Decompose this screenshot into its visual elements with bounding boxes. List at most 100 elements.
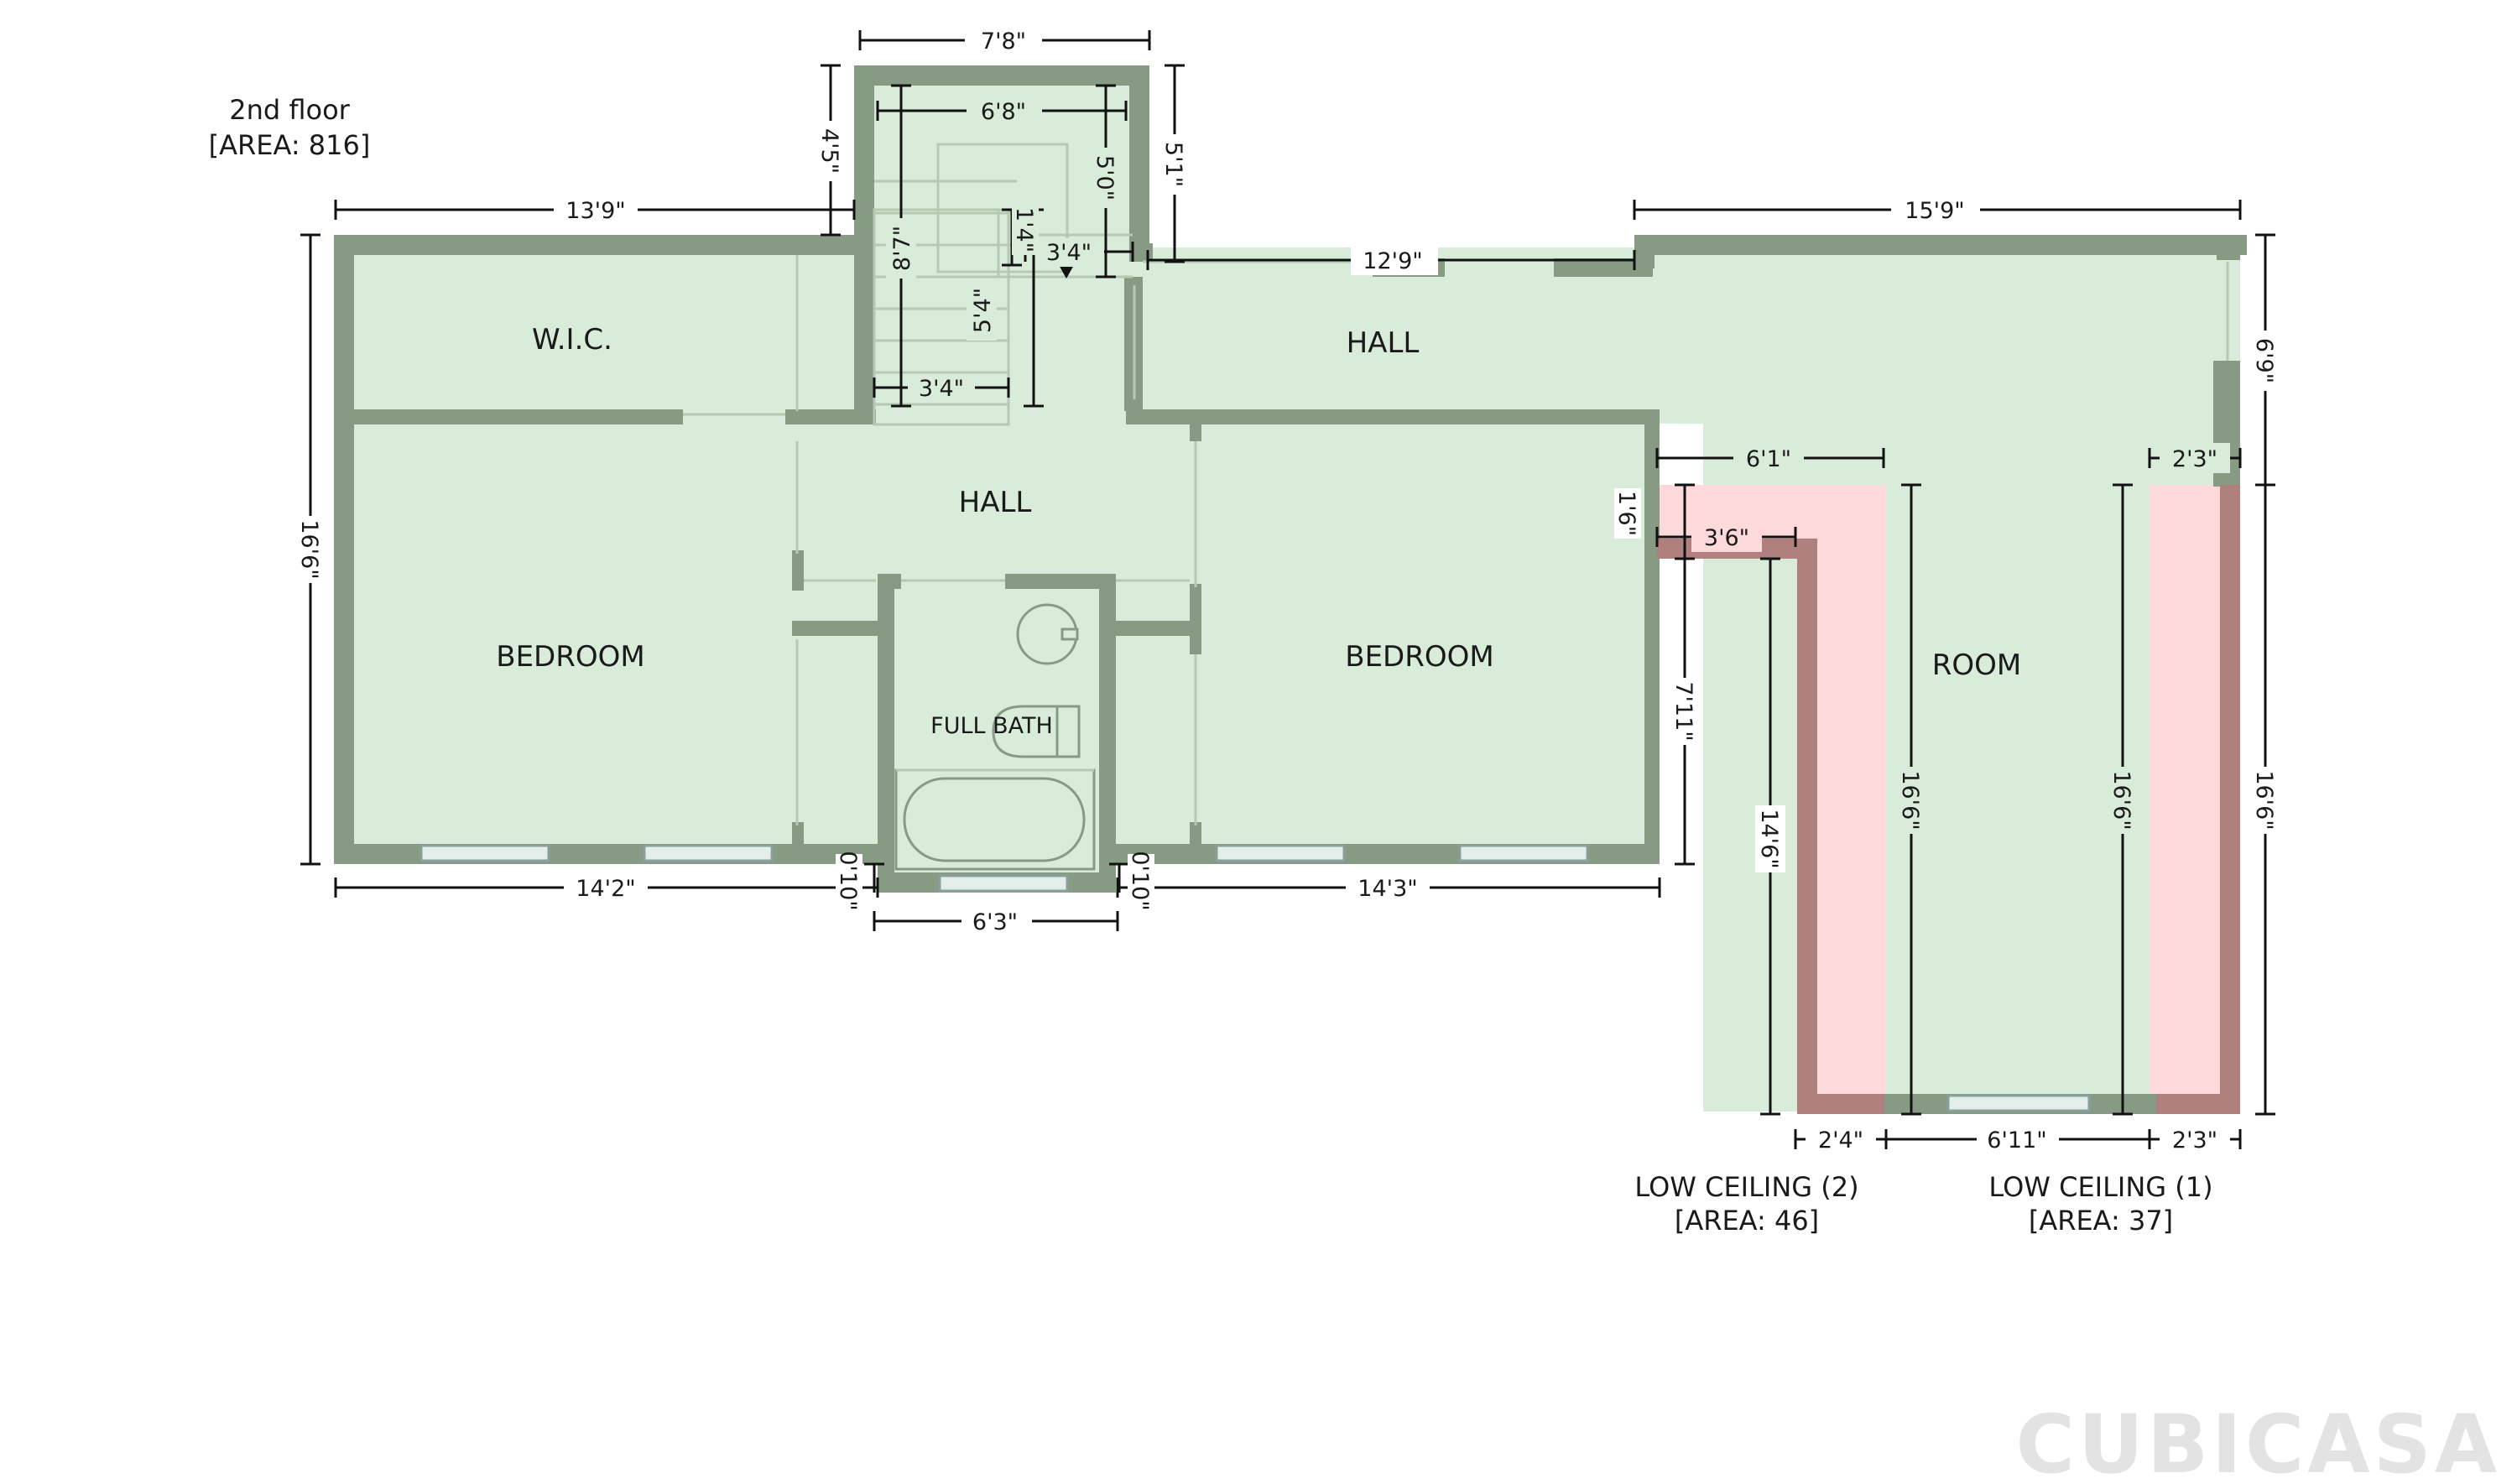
low-ceiling-1-area: [AREA: 37] [2029, 1205, 2173, 1237]
wall [1005, 574, 1116, 589]
room-label-hall-center: HALL [959, 486, 1032, 519]
dim-bath-left-small: 0'10" [835, 851, 862, 911]
sink-tap [1060, 627, 1079, 641]
svg-text:2'4": 2'4" [1818, 1127, 1863, 1153]
labels: 2nd floor [AREA: 816] W.I.C. HALL HALL B… [209, 94, 2213, 1237]
dim-bottom-lc1: 2'3" [2160, 1124, 2230, 1154]
dim-room-top: 15'9" [1891, 195, 1980, 225]
dim-stair-3-4-top: 3'4" [1037, 238, 1104, 267]
floor-areas [340, 71, 2240, 1112]
dim-bath-bottom: 6'3" [961, 906, 1032, 936]
svg-text:6'3": 6'3" [972, 909, 1018, 935]
svg-text:2'3": 2'3" [2172, 446, 2217, 472]
svg-text:3'4": 3'4" [1046, 240, 1092, 266]
svg-text:2'3": 2'3" [2172, 1127, 2217, 1153]
window [420, 844, 550, 862]
dim-room-left-vert: 16'6" [1896, 767, 1926, 834]
room-label-bedroom-right: BEDROOM [1345, 640, 1493, 674]
dim-stair-5-4: 5'4" [967, 280, 997, 341]
svg-text:15'9": 15'9" [1905, 198, 1964, 224]
toilet-tank [1055, 705, 1081, 758]
low-ceiling-2-name: LOW CEILING (2) [1634, 1171, 1858, 1203]
bath-fixtures [894, 603, 1096, 871]
wall [334, 235, 354, 864]
svg-text:12'9": 12'9" [1363, 248, 1422, 274]
wall [351, 409, 683, 424]
wall [854, 65, 1149, 86]
wall [1797, 539, 1817, 1112]
room-label-full-bath: FULL BATH [930, 713, 1053, 739]
wall [2217, 235, 2240, 260]
bathtub-basin [903, 777, 1086, 862]
wall [2220, 485, 2240, 1114]
wall [792, 621, 884, 636]
svg-text:5'0": 5'0" [1092, 155, 1118, 200]
svg-text:16'6": 16'6" [2108, 770, 2134, 830]
room-label-bedroom-left: BEDROOM [496, 640, 644, 674]
window [643, 844, 774, 862]
wall [854, 252, 874, 419]
window [1458, 844, 1589, 862]
room-label-room: ROOM [1932, 648, 2021, 682]
wall [1634, 235, 2247, 255]
svg-text:6'8": 6'8" [981, 99, 1026, 125]
svg-text:3'4": 3'4" [919, 376, 964, 402]
svg-text:0'10": 0'10" [1127, 851, 1153, 910]
window [1215, 844, 1346, 862]
wall [878, 574, 901, 589]
floor-area: [AREA: 816] [209, 129, 371, 161]
dim-stair-top: 7'8" [965, 23, 1042, 55]
svg-text:16'6": 16'6" [296, 519, 322, 579]
dim-room-right-vert: 16'6" [2108, 767, 2138, 834]
wall [792, 822, 804, 847]
dim-stair-3-4-bottom: 3'4" [908, 374, 975, 403]
dim-hall-top: 12'9" [1351, 245, 1438, 275]
svg-text:7'11": 7'11" [1670, 681, 1696, 741]
dimension-labels: 7'8" 6'8" 13'9" 12'9" 15'9" 3'4" 3'4" 1 [295, 23, 2280, 1154]
low-ceiling-2-zone [1657, 485, 1886, 1094]
dim-left-height: 16'6" [295, 516, 326, 583]
wall [1129, 65, 1149, 258]
wall [878, 575, 894, 886]
low-ceiling-1-name: LOW CEILING (1) [1988, 1171, 2212, 1203]
toilet [992, 705, 1059, 758]
dim-bottom-left: 14'2" [564, 872, 648, 903]
cubicasa-logo: CUBICASA [2016, 1398, 2500, 1484]
low-ceiling-2-area: [AREA: 46] [1675, 1205, 1819, 1237]
svg-text:0'10": 0'10" [835, 851, 861, 910]
dim-stair-left-vert: 4'5" [816, 121, 846, 181]
svg-text:6'1": 6'1" [1746, 446, 1791, 472]
dim-bottom-room: 6'11" [1977, 1124, 2059, 1154]
wall [1099, 575, 1116, 886]
dim-wic-top: 13'9" [554, 195, 638, 225]
svg-text:16'6": 16'6" [2251, 770, 2277, 830]
dim-lc2-top: 6'1" [1733, 443, 1804, 473]
wall [1109, 621, 1201, 636]
wall [1190, 822, 1201, 847]
svg-text:3'6": 3'6" [1704, 525, 1749, 551]
svg-text:7'8": 7'8" [981, 29, 1026, 55]
svg-text:6'11": 6'11" [1987, 1127, 2046, 1153]
wall [1634, 235, 1655, 268]
wall [1190, 584, 1201, 654]
dim-stair-inner: 6'8" [967, 96, 1042, 125]
floor-name: 2nd floor [229, 94, 350, 126]
wall [785, 409, 876, 424]
dim-right-upper: 6'9" [2250, 331, 2280, 391]
dim-stair-inner-vert: 5'0" [1091, 148, 1121, 208]
dim-lc2-inner: 3'6" [1691, 522, 1762, 552]
dim-lc2-long-vert: 14'6" [1755, 805, 1785, 872]
svg-text:8'7": 8'7" [889, 226, 915, 271]
dim-bath-right-small: 0'10" [1127, 851, 1154, 911]
svg-text:14'3": 14'3" [1358, 876, 1417, 902]
wall [1644, 409, 1660, 862]
dim-bottom-lc2: 2'4" [1806, 1124, 1876, 1154]
svg-text:6'9": 6'9" [2251, 338, 2277, 383]
dim-lc1-top: 2'3" [2160, 443, 2230, 473]
svg-text:13'9": 13'9" [565, 198, 625, 224]
wall [1190, 424, 1201, 441]
dim-stair-1-4: 1'4" [1011, 205, 1039, 255]
room-label-hall-upper: HALL [1347, 326, 1420, 360]
wall [792, 550, 804, 591]
